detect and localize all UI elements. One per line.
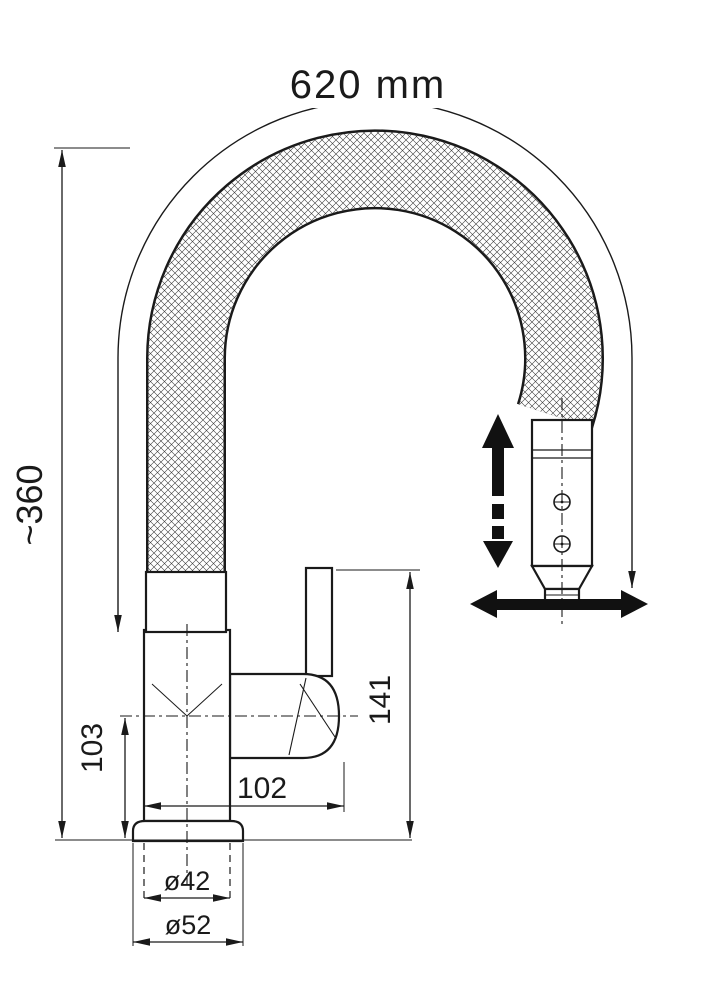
faucet-body [120, 566, 358, 946]
spray-head [530, 398, 594, 624]
handle-lever [304, 566, 334, 678]
housing-detail-line [299, 683, 336, 738]
base-flange [131, 819, 245, 843]
dimension-label-620: 620 mm [290, 63, 447, 107]
horizontal-double-arrow-icon [470, 590, 648, 618]
center-mark [151, 683, 188, 717]
dimension-label-103: 103 [76, 723, 109, 773]
dimension-lines [54, 147, 420, 946]
flexible-hose [146, 129, 604, 574]
dimension-label-360: ~360 [9, 464, 50, 545]
vertical-double-arrow-icon [482, 414, 514, 568]
dimension-label-141: 141 [364, 675, 397, 725]
dimension-label-d42: ø42 [164, 866, 211, 896]
center-mark [186, 683, 223, 717]
dimension-label-102: 102 [237, 772, 287, 805]
dimension-label-d52: ø52 [165, 910, 212, 940]
spout-collar [144, 570, 228, 634]
dimension-labels: 620 mm ~360 103 141 102 ø42 ø52 [9, 62, 448, 940]
hose-hatch [148, 131, 602, 574]
